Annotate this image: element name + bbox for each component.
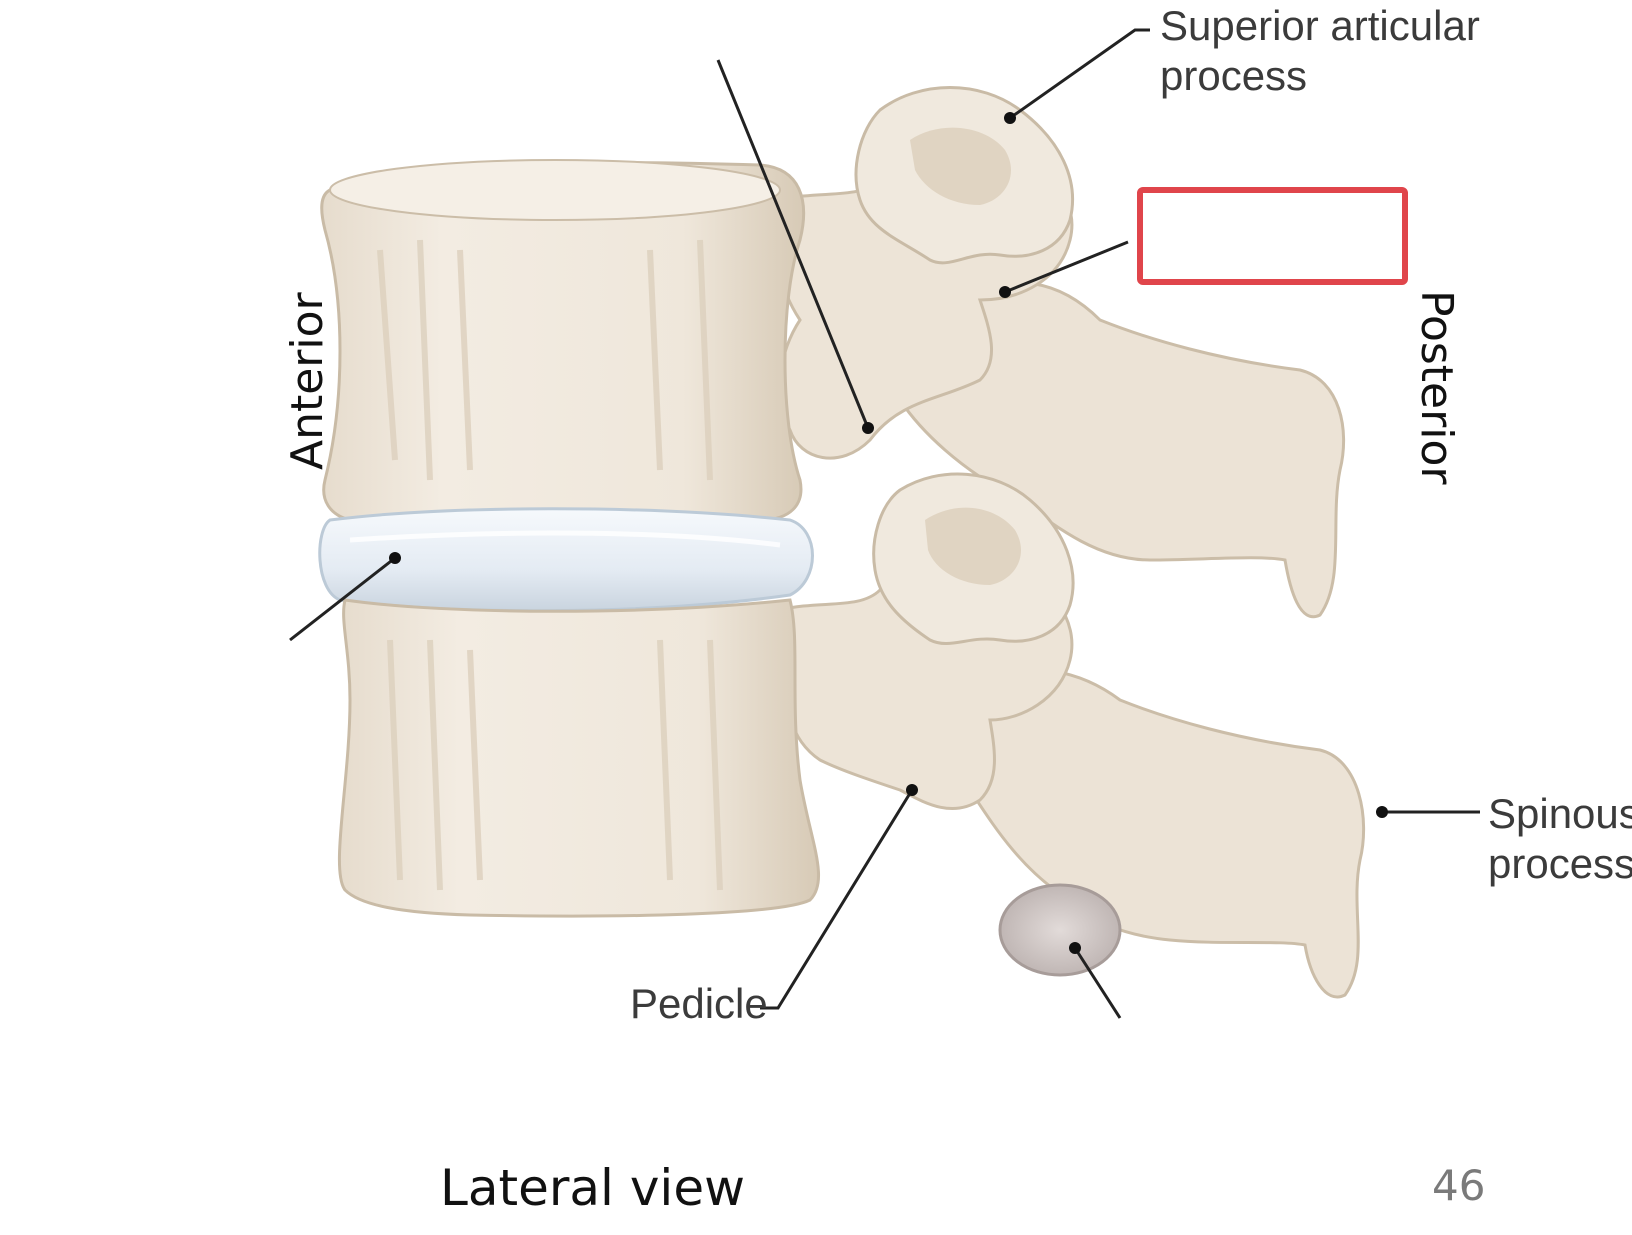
label-superior-articular-line1: Superior articular — [1160, 2, 1480, 49]
label-spinous-line2: process — [1488, 840, 1632, 887]
answer-box[interactable] — [1140, 190, 1405, 282]
label-spinous-line1: Spinous — [1488, 790, 1632, 837]
label-posterior: Posterior — [1411, 290, 1462, 485]
lower-vertebral-body — [339, 600, 818, 916]
label-anterior: Anterior — [282, 291, 333, 470]
label-superior-articular-line2: process — [1160, 52, 1307, 99]
label-pedicle: Pedicle — [630, 980, 768, 1027]
caption: Lateral view — [440, 1159, 745, 1217]
inferior-articular-facet — [1000, 885, 1120, 975]
page-number: 46 — [1432, 1161, 1485, 1210]
